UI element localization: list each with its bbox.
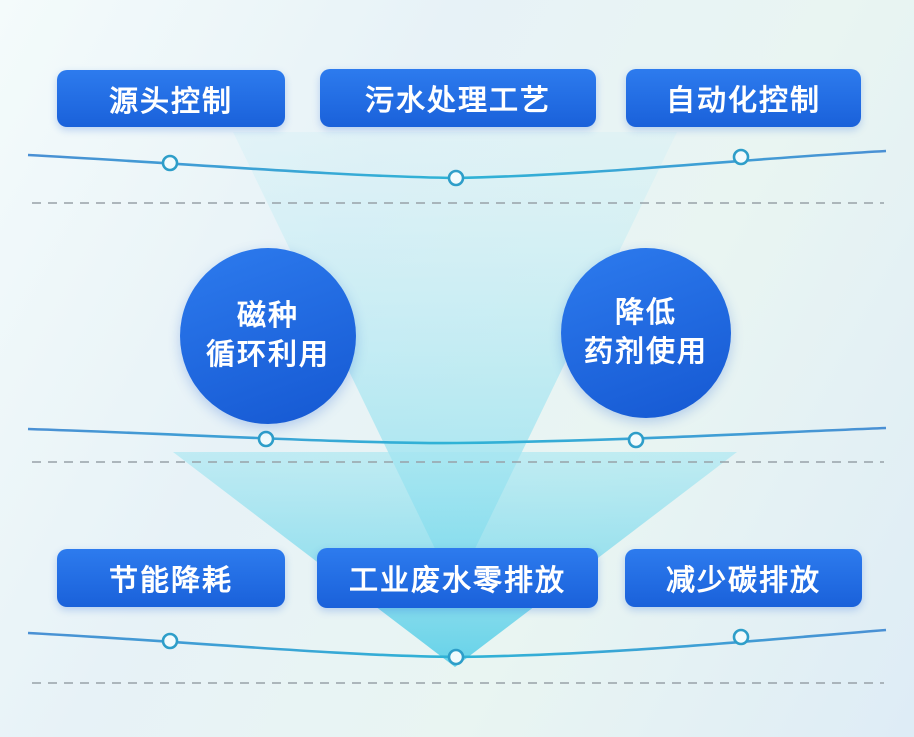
wave-node bbox=[257, 430, 275, 448]
pill-zero-wastewater-discharge: 工业废水零排放 bbox=[317, 548, 598, 608]
pill-automation-control: 自动化控制 bbox=[626, 69, 861, 127]
wave-node bbox=[732, 628, 750, 646]
pill-carbon-reduction: 减少碳排放 bbox=[625, 549, 862, 607]
circle-label-line: 磁种 bbox=[236, 299, 299, 332]
circle-label-line: 药剂使用 bbox=[583, 336, 708, 368]
wave-node bbox=[447, 648, 465, 666]
wave-node bbox=[627, 431, 645, 449]
circle-reduce-chemical-use: 降低 药剂使用 bbox=[561, 248, 731, 418]
wave-node bbox=[161, 632, 179, 650]
circle-label-line: 降低 bbox=[614, 296, 677, 329]
wave-node bbox=[732, 148, 750, 166]
wave-node bbox=[447, 169, 465, 187]
pill-energy-saving: 节能降耗 bbox=[57, 549, 285, 607]
pill-source-control: 源头控制 bbox=[57, 70, 285, 127]
wave-node bbox=[161, 154, 179, 172]
down-arrow-body bbox=[233, 132, 677, 590]
circle-label-line: 循环利用 bbox=[205, 339, 330, 371]
circle-magnetic-seed-recycle: 磁种 循环利用 bbox=[180, 248, 356, 424]
wave-line-2 bbox=[27, 426, 887, 445]
pill-wastewater-treatment-process: 污水处理工艺 bbox=[320, 69, 596, 127]
